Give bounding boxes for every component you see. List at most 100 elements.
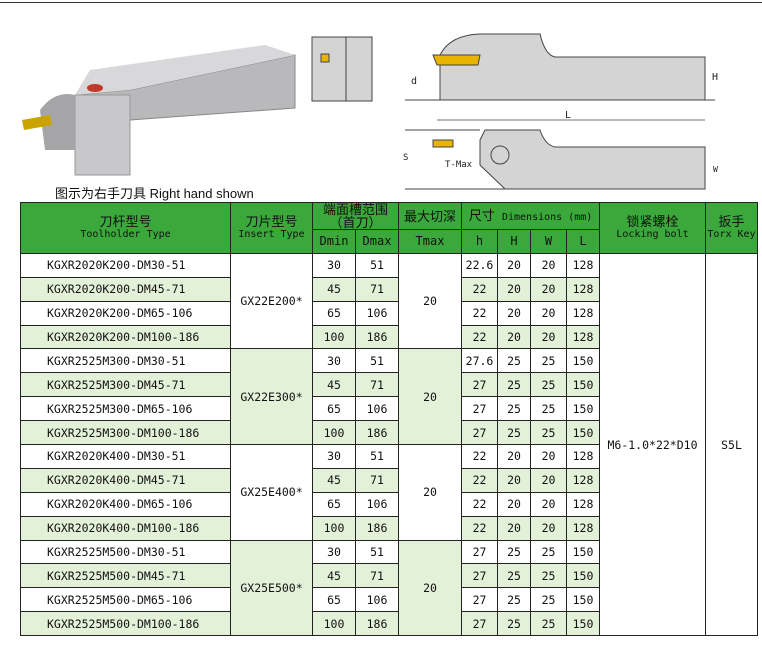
cell-L: 128 <box>566 276 600 302</box>
cell-insert: GX25E500* <box>230 539 313 637</box>
cell-toolholder: KGXR2020K200-DM45-71 <box>20 276 231 302</box>
cell-toolholder: KGXR2020K400-DM100-186 <box>20 515 231 541</box>
cell-H: 25 <box>497 611 531 637</box>
cell-H: 25 <box>497 587 531 613</box>
cell-H: 20 <box>497 324 531 350</box>
header-dmax: Dmax <box>355 229 399 254</box>
cell-dmax: 186 <box>355 324 399 350</box>
cell-dmax: 71 <box>355 563 399 589</box>
cell-dmax: 51 <box>355 348 399 374</box>
cell-toolholder: KGXR2020K400-DM30-51 <box>20 444 231 469</box>
cell-L: 150 <box>566 348 600 374</box>
cell-toolholder: KGXR2020K200-DM65-106 <box>20 300 231 326</box>
cell-dmin: 65 <box>312 300 356 326</box>
cell-h: 27 <box>461 396 498 422</box>
cell-L: 150 <box>566 611 600 637</box>
cell-dmin: 100 <box>312 515 356 541</box>
cell-h: 22 <box>461 491 498 517</box>
cell-dmax: 106 <box>355 300 399 326</box>
cell-toolholder: KGXR2525M500-DM45-71 <box>20 563 231 589</box>
header-tmax: Tmax <box>398 229 462 254</box>
cell-dmin: 65 <box>312 587 356 613</box>
top-rule <box>0 2 762 3</box>
cell-h: 22 <box>461 324 498 350</box>
cell-locking-bolt: M6-1.0*22*D10 <box>599 252 706 637</box>
top-view: S T-Max W <box>403 129 718 190</box>
cell-h: 22 <box>461 300 498 326</box>
cell-dmax: 51 <box>355 444 399 469</box>
header-H: H <box>497 229 531 254</box>
cell-h: 22 <box>461 444 498 469</box>
cell-h: 27 <box>461 372 498 398</box>
cell-W: 20 <box>530 467 567 493</box>
cell-dmax: 106 <box>355 396 399 422</box>
cell-dmin: 30 <box>312 252 356 278</box>
cell-torx-key: S5L <box>705 252 758 637</box>
cell-toolholder: KGXR2525M500-DM65-106 <box>20 587 231 613</box>
cell-W: 25 <box>530 348 567 374</box>
cell-toolholder: KGXR2525M500-DM30-51 <box>20 539 231 565</box>
cell-h: 27.6 <box>461 348 498 374</box>
caption: 图示为右手刀具 Right hand shown <box>55 186 254 201</box>
cell-W: 20 <box>530 515 567 541</box>
cell-dmax: 71 <box>355 467 399 493</box>
cell-L: 128 <box>566 300 600 326</box>
cell-L: 128 <box>566 324 600 350</box>
cell-L: 128 <box>566 491 600 517</box>
cell-dmin: 100 <box>312 611 356 637</box>
side-view: d H L <box>405 33 718 121</box>
cell-dmax: 71 <box>355 372 399 398</box>
cell-toolholder: KGXR2525M300-DM45-71 <box>20 372 231 398</box>
cell-L: 150 <box>566 420 600 446</box>
header-h: h <box>461 229 498 254</box>
cell-dmin: 30 <box>312 539 356 565</box>
cell-dmin: 45 <box>312 372 356 398</box>
cell-dmax: 51 <box>355 539 399 565</box>
cell-H: 25 <box>497 396 531 422</box>
cell-W: 20 <box>530 252 567 278</box>
cell-h: 27 <box>461 539 498 565</box>
cell-W: 25 <box>530 420 567 446</box>
cell-toolholder: KGXR2525M300-DM100-186 <box>20 420 231 446</box>
cell-W: 20 <box>530 324 567 350</box>
cell-h: 27 <box>461 563 498 589</box>
cell-tmax: 20 <box>398 348 462 446</box>
cell-W: 25 <box>530 372 567 398</box>
cell-H: 20 <box>497 491 531 517</box>
cell-insert: GX22E200* <box>230 252 313 350</box>
cell-dmax: 186 <box>355 611 399 637</box>
cell-W: 25 <box>530 539 567 565</box>
label-s: S <box>403 153 408 163</box>
cell-H: 25 <box>497 563 531 589</box>
cell-h: 27 <box>461 587 498 613</box>
label-d: d <box>411 76 417 87</box>
label-l: L <box>565 110 571 121</box>
cell-dmin: 100 <box>312 420 356 446</box>
cell-H: 20 <box>497 467 531 493</box>
cell-dmax: 51 <box>355 252 399 278</box>
end-view <box>311 36 373 102</box>
cell-toolholder: KGXR2525M300-DM65-106 <box>20 396 231 422</box>
cell-H: 20 <box>497 252 531 278</box>
tool-drawings: d H L S T-Max W <box>22 33 718 190</box>
cell-insert: GX22E300* <box>230 348 313 446</box>
header-dims: 尺寸 Dimensions (mm) <box>461 202 600 230</box>
label-tmax: T-Max <box>445 160 473 170</box>
